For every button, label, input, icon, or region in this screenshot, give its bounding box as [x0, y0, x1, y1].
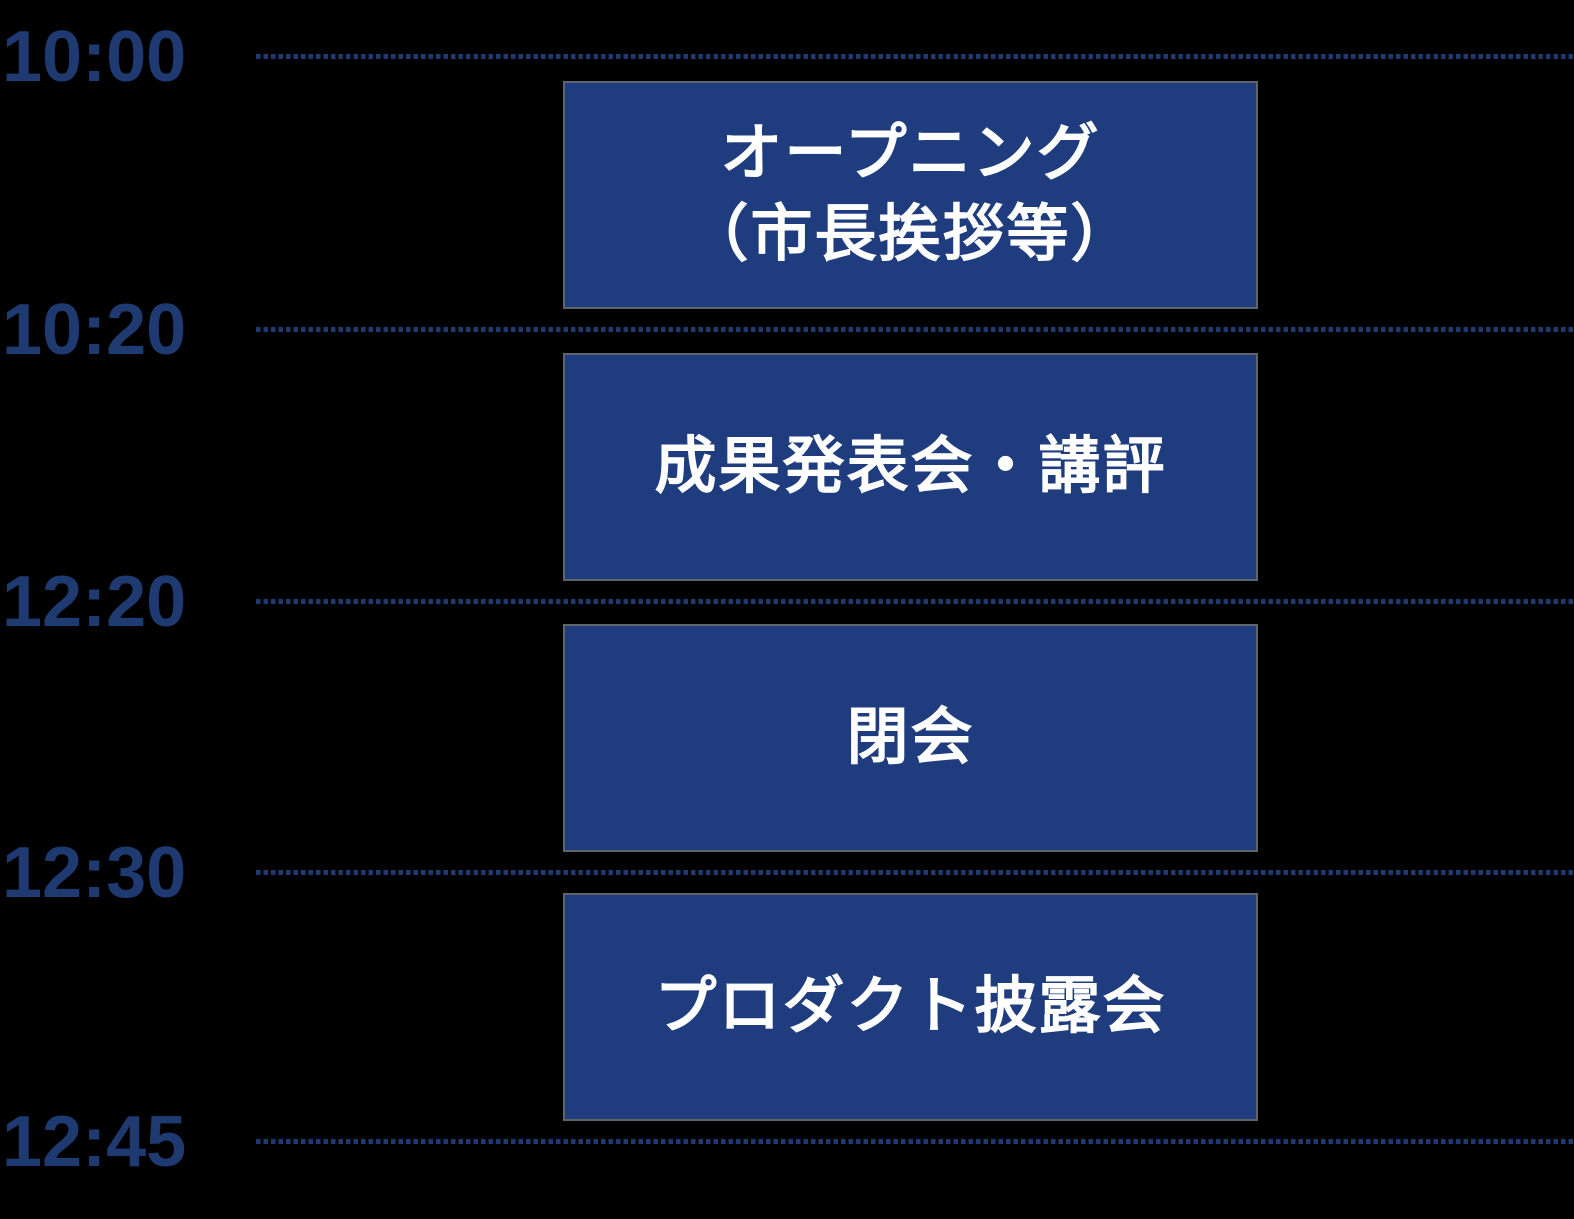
event-box-closing: 閉会	[563, 624, 1258, 852]
event-title-line: （市長挨拶等）	[686, 200, 1135, 269]
event-title-line: 成果発表会・講評	[654, 431, 1167, 501]
event-box-opening: オープニング （市長挨拶等）	[563, 81, 1258, 309]
event-title-line: 閉会	[846, 702, 975, 772]
dotted-line-12-30	[256, 870, 1574, 875]
event-title: 閉会	[846, 698, 974, 779]
dotted-line-12-20	[256, 599, 1574, 604]
time-label-12-45: 12:45	[2, 1102, 187, 1182]
event-title: プロダクト披露会	[654, 967, 1166, 1048]
time-label-10-20: 10:20	[2, 290, 187, 370]
event-title: オープニング （市長挨拶等）	[686, 114, 1134, 275]
time-label-12-20: 12:20	[2, 562, 187, 642]
dotted-line-10-20	[256, 327, 1574, 332]
time-label-10-00: 10:00	[2, 17, 187, 97]
event-title-line: オープニング	[720, 119, 1101, 189]
time-label-12-30: 12:30	[2, 833, 187, 913]
dotted-line-12-45	[256, 1139, 1574, 1144]
dotted-line-10-00	[256, 54, 1574, 59]
event-title: 成果発表会・講評	[654, 427, 1166, 508]
event-box-presentation: 成果発表会・講評	[563, 353, 1258, 581]
event-box-product-showcase: プロダクト披露会	[563, 893, 1258, 1121]
event-title-line: プロダクト披露会	[654, 971, 1167, 1041]
